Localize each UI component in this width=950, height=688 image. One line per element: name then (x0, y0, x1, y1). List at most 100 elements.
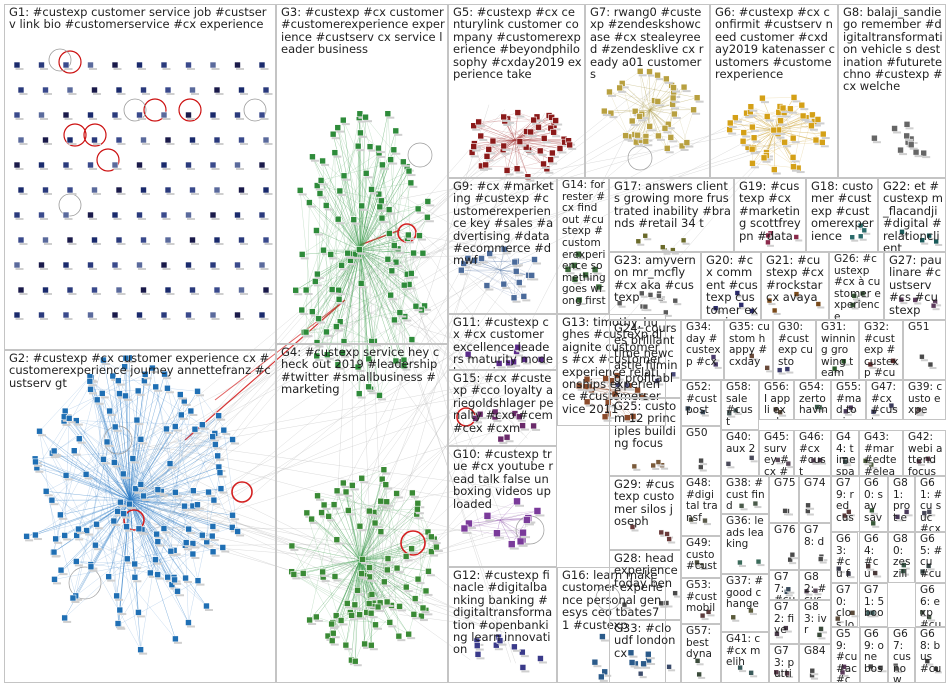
node-shadow (374, 627, 383, 630)
edge (487, 515, 527, 521)
edge (129, 444, 216, 501)
node-shadow (405, 241, 414, 244)
node-shadow (330, 643, 339, 646)
edge (147, 339, 478, 531)
node-shadow (353, 257, 362, 260)
edge (359, 249, 369, 387)
node-shadow (142, 243, 150, 245)
group-box-g15: G15: #cx #custexp #cco loyalty ariegolds… (448, 370, 557, 446)
edge (129, 439, 233, 501)
node-shadow (527, 153, 536, 156)
node-shadow (386, 116, 395, 119)
edge (334, 559, 361, 577)
node-shadow (310, 314, 319, 317)
node-shadow (187, 318, 195, 320)
edge (369, 510, 407, 557)
node-shadow (142, 293, 150, 295)
node-shadow (301, 576, 310, 579)
edge (36, 467, 176, 639)
node-shadow (191, 546, 200, 549)
group-box-g66: G66: exp #cu (915, 583, 946, 627)
edge (108, 369, 501, 551)
group-label: G51 (908, 321, 930, 333)
group-label: G73: putti (774, 645, 795, 681)
edge (39, 431, 96, 546)
edge (332, 113, 545, 510)
group-label: G32: #custexp #custexp #custserv (864, 321, 899, 380)
edge (473, 125, 570, 146)
edge (374, 522, 392, 606)
edge (649, 109, 675, 115)
edge (481, 139, 516, 167)
node-shadow (215, 143, 224, 145)
group-box-g38: G38: #cust find (721, 476, 769, 514)
node-shadow (324, 208, 333, 211)
edge (359, 509, 418, 561)
edge (129, 499, 214, 552)
node-shadow (118, 505, 127, 508)
node-shadow (89, 569, 98, 572)
edge (36, 467, 131, 501)
edge (318, 193, 321, 319)
group-box-g57: G57: best dyna (681, 624, 721, 683)
edge (496, 532, 524, 534)
node-shadow (370, 597, 379, 600)
node-shadow (346, 513, 355, 516)
edge (119, 534, 157, 611)
node-shadow (356, 593, 365, 596)
node-shadow (191, 557, 200, 560)
edge (96, 524, 117, 596)
edge (65, 376, 91, 412)
node-shadow (135, 423, 144, 426)
edge (354, 559, 361, 605)
group-box-g72: G72: five (769, 600, 799, 644)
edge (359, 249, 405, 361)
edge (158, 137, 655, 548)
node-shadow (264, 143, 273, 145)
edge (175, 394, 181, 427)
node-shadow (64, 478, 73, 481)
node-shadow (264, 293, 273, 295)
node-shadow (134, 491, 143, 494)
node-shadow (429, 554, 438, 557)
edge (312, 156, 389, 260)
node-shadow (240, 93, 248, 95)
node-shadow (63, 620, 72, 623)
edge (385, 484, 400, 637)
edge (46, 491, 131, 501)
node-shadow (191, 193, 199, 195)
group-label: G21: #custexp #cx #rockstarcx avaya (766, 253, 828, 305)
edge (635, 78, 667, 112)
node-shadow (373, 526, 382, 529)
edge (337, 127, 397, 263)
node-shadow (315, 188, 324, 191)
edge (69, 418, 203, 536)
edge (118, 115, 748, 447)
node-shadow (184, 545, 193, 548)
edge (474, 260, 501, 271)
edge (305, 173, 367, 333)
edge (464, 517, 529, 529)
group-label: G68: bus #cu (920, 628, 942, 675)
node-shadow (138, 218, 146, 220)
edge (151, 486, 491, 630)
edge (143, 495, 156, 560)
node-shadow (357, 252, 366, 255)
node-shadow (200, 427, 209, 430)
group-label: G36: leads leaking (726, 515, 764, 551)
node-shadow (19, 143, 28, 145)
node-shadow (260, 218, 269, 220)
edge (463, 263, 501, 271)
group-label: G76 (774, 524, 796, 536)
node-shadow (472, 128, 481, 131)
edge (176, 334, 483, 535)
node-shadow (360, 576, 369, 579)
group-label: G65: #cu #cu (920, 533, 943, 580)
node-shadow (318, 196, 327, 199)
edge (318, 284, 405, 319)
node-shadow (89, 68, 97, 70)
group-label: G37: #good change (726, 575, 764, 611)
node-shadow (113, 168, 122, 170)
node-shadow (89, 218, 97, 220)
edge (514, 139, 565, 143)
